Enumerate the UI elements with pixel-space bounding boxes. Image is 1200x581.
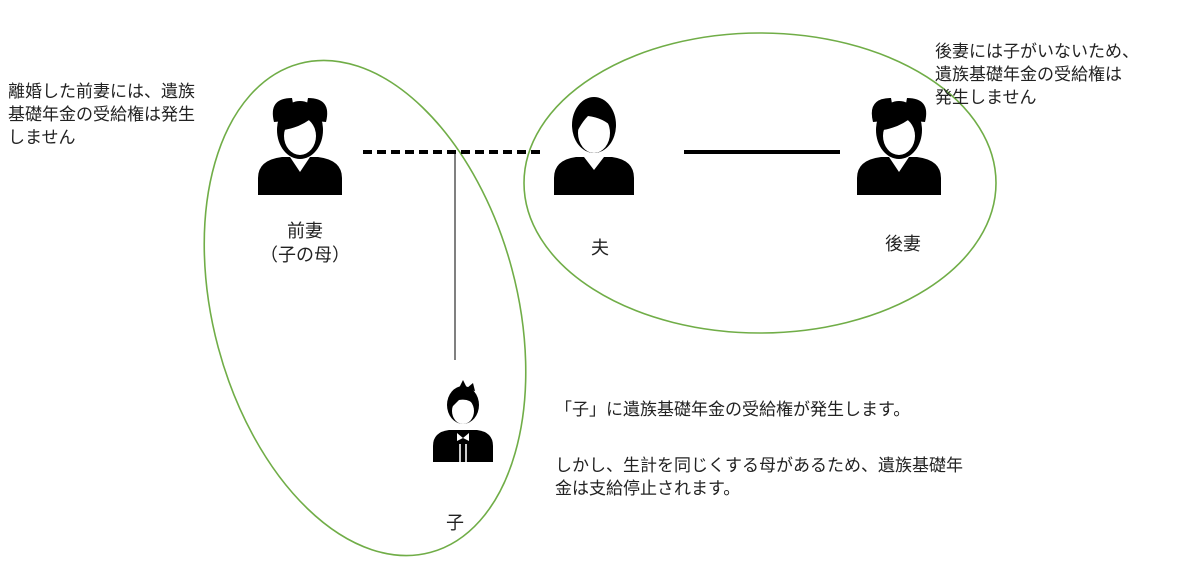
man-icon	[554, 97, 634, 195]
former-wife-label: 前妻 （子の母）	[250, 220, 360, 268]
child-suspension-note: しかし、生計を同じくする母があるため、遺族基礎年 金は支給停止されます。	[555, 456, 963, 499]
latter-wife-note: 後妻には子がいないため、 遺族基礎年金の受給権は 発生しません	[935, 42, 1139, 108]
former-wife-subtitle: （子の母）	[260, 245, 350, 266]
husband-latter-wife-group-ellipse	[523, 32, 997, 334]
former-wife-name: 前妻	[287, 221, 323, 242]
husband-label: 夫	[591, 238, 609, 259]
child-entitlement-note: 「子」に遺族基礎年金の受給権が発生します。	[555, 400, 911, 420]
former-wife-note: 離婚した前妻には、遺族 基礎年金の受給権は発生 しません	[8, 82, 195, 148]
boy-icon	[433, 380, 493, 462]
woman-icon	[857, 98, 941, 195]
mother-child-group-ellipse	[203, 59, 527, 557]
latter-wife-label: 後妻	[885, 234, 921, 255]
child-label: 子	[446, 513, 464, 534]
woman-icon	[258, 98, 342, 195]
